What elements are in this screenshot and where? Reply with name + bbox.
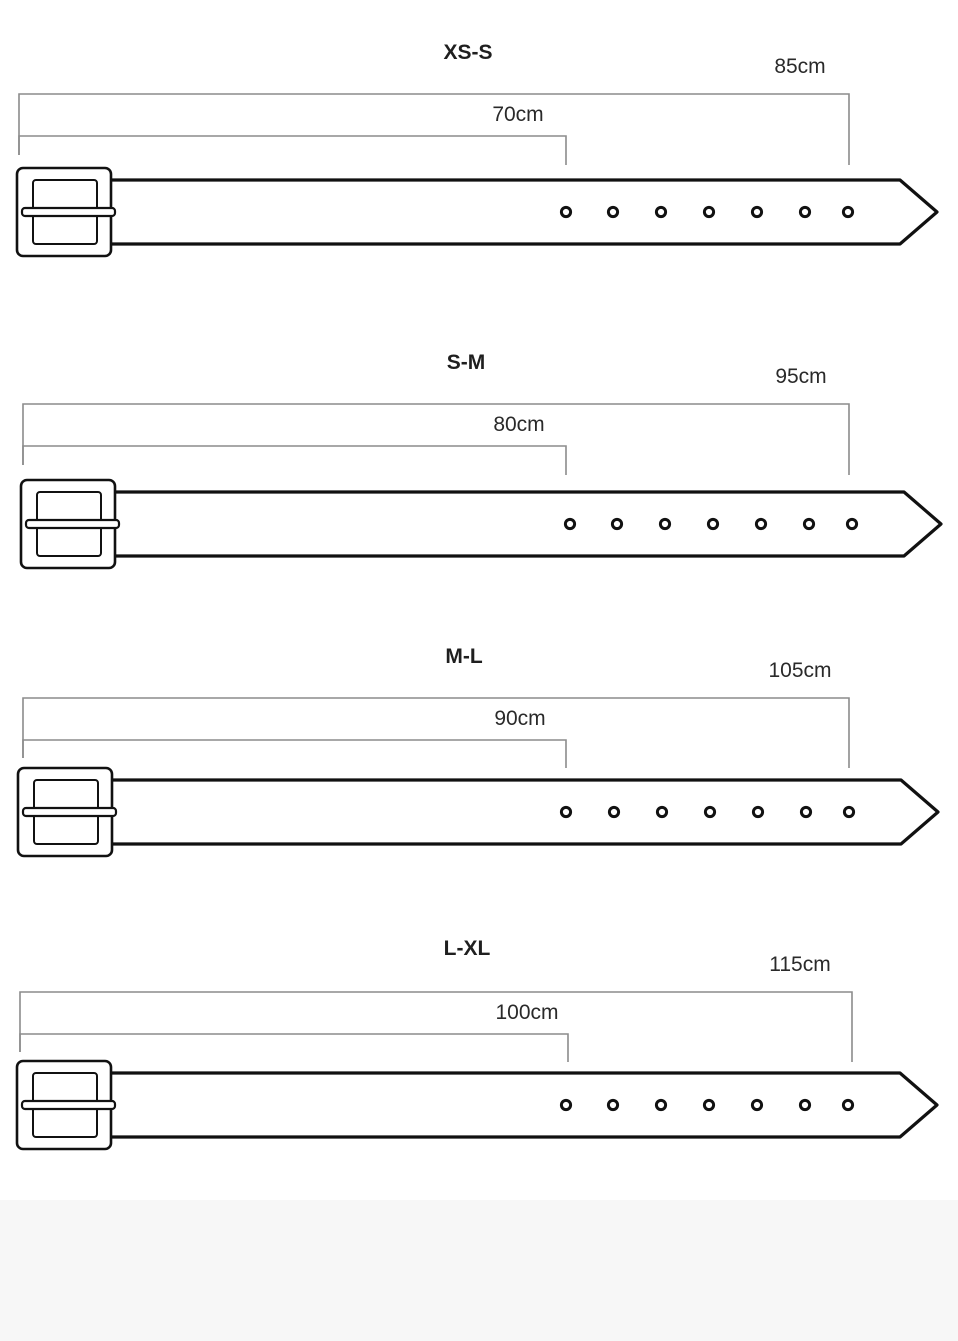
outer-length-label: 115cm — [769, 953, 830, 976]
belt-hole — [655, 805, 669, 819]
outer-dimension-bracket — [22, 403, 850, 475]
outer-dimension-bracket — [19, 991, 853, 1062]
inner-length-label: 90cm — [494, 707, 545, 730]
belt-size-diagram: XS-S 85cm 70cm S-M 95cm 80cm — [15, 41, 943, 1151]
belt-hole — [658, 517, 672, 531]
belt-hole — [610, 517, 624, 531]
belt-hole — [559, 1098, 573, 1112]
footer-band — [0, 1200, 958, 1341]
holes — [563, 517, 859, 531]
buckle-icon — [16, 766, 118, 858]
belt-hole — [841, 1098, 855, 1112]
inner-dimension-bracket — [19, 1033, 569, 1062]
belt-strap — [105, 778, 940, 846]
size-title: XS-S — [443, 41, 492, 64]
inner-length-label: 80cm — [493, 413, 544, 436]
belt-hole — [845, 517, 859, 531]
outer-length-label: 105cm — [768, 659, 831, 682]
belt-hole — [563, 517, 577, 531]
belt-hole — [702, 1098, 716, 1112]
belt-hole — [754, 517, 768, 531]
belt-hole — [654, 205, 668, 219]
belt-strap — [104, 178, 939, 246]
size-title: M-L — [445, 645, 482, 668]
belt-hole — [706, 517, 720, 531]
size-title: S-M — [447, 351, 486, 374]
size-title: L-XL — [444, 937, 491, 960]
belt-s-m: S-M 95cm 80cm — [19, 351, 943, 570]
buckle-icon — [19, 478, 121, 570]
belt-hole — [703, 805, 717, 819]
belt-hole — [750, 205, 764, 219]
buckle-icon — [15, 166, 117, 258]
belt-hole — [702, 205, 716, 219]
belt-hole — [606, 205, 620, 219]
belt-hole — [841, 205, 855, 219]
belt-hole — [751, 805, 765, 819]
belt-l-xl: L-XL 115cm 100cm — [15, 937, 939, 1151]
belt-hole — [559, 205, 573, 219]
belt-xs-s: XS-S 85cm 70cm — [15, 41, 939, 258]
inner-dimension-bracket — [22, 739, 567, 768]
inner-dimension-bracket — [22, 445, 567, 475]
outer-dimension-bracket — [22, 697, 850, 768]
belt-hole — [607, 805, 621, 819]
belt-hole — [798, 1098, 812, 1112]
buckle-icon — [15, 1059, 117, 1151]
belt-hole — [802, 517, 816, 531]
belt-hole — [559, 805, 573, 819]
belt-hole — [842, 805, 856, 819]
outer-dimension-bracket — [18, 93, 850, 165]
belt-m-l: M-L 105cm 90cm — [16, 645, 940, 858]
belt-strap — [104, 1071, 939, 1139]
belt-hole — [750, 1098, 764, 1112]
belt-strap — [108, 490, 943, 558]
holes — [559, 1098, 855, 1112]
outer-length-label: 95cm — [775, 365, 826, 388]
belt-hole — [798, 205, 812, 219]
inner-length-label: 70cm — [492, 103, 543, 126]
belt-hole — [654, 1098, 668, 1112]
inner-dimension-bracket — [18, 135, 567, 165]
belt-hole — [799, 805, 813, 819]
belt-hole — [606, 1098, 620, 1112]
inner-length-label: 100cm — [495, 1001, 558, 1024]
outer-length-label: 85cm — [774, 55, 825, 78]
holes — [559, 805, 856, 819]
holes — [559, 205, 855, 219]
